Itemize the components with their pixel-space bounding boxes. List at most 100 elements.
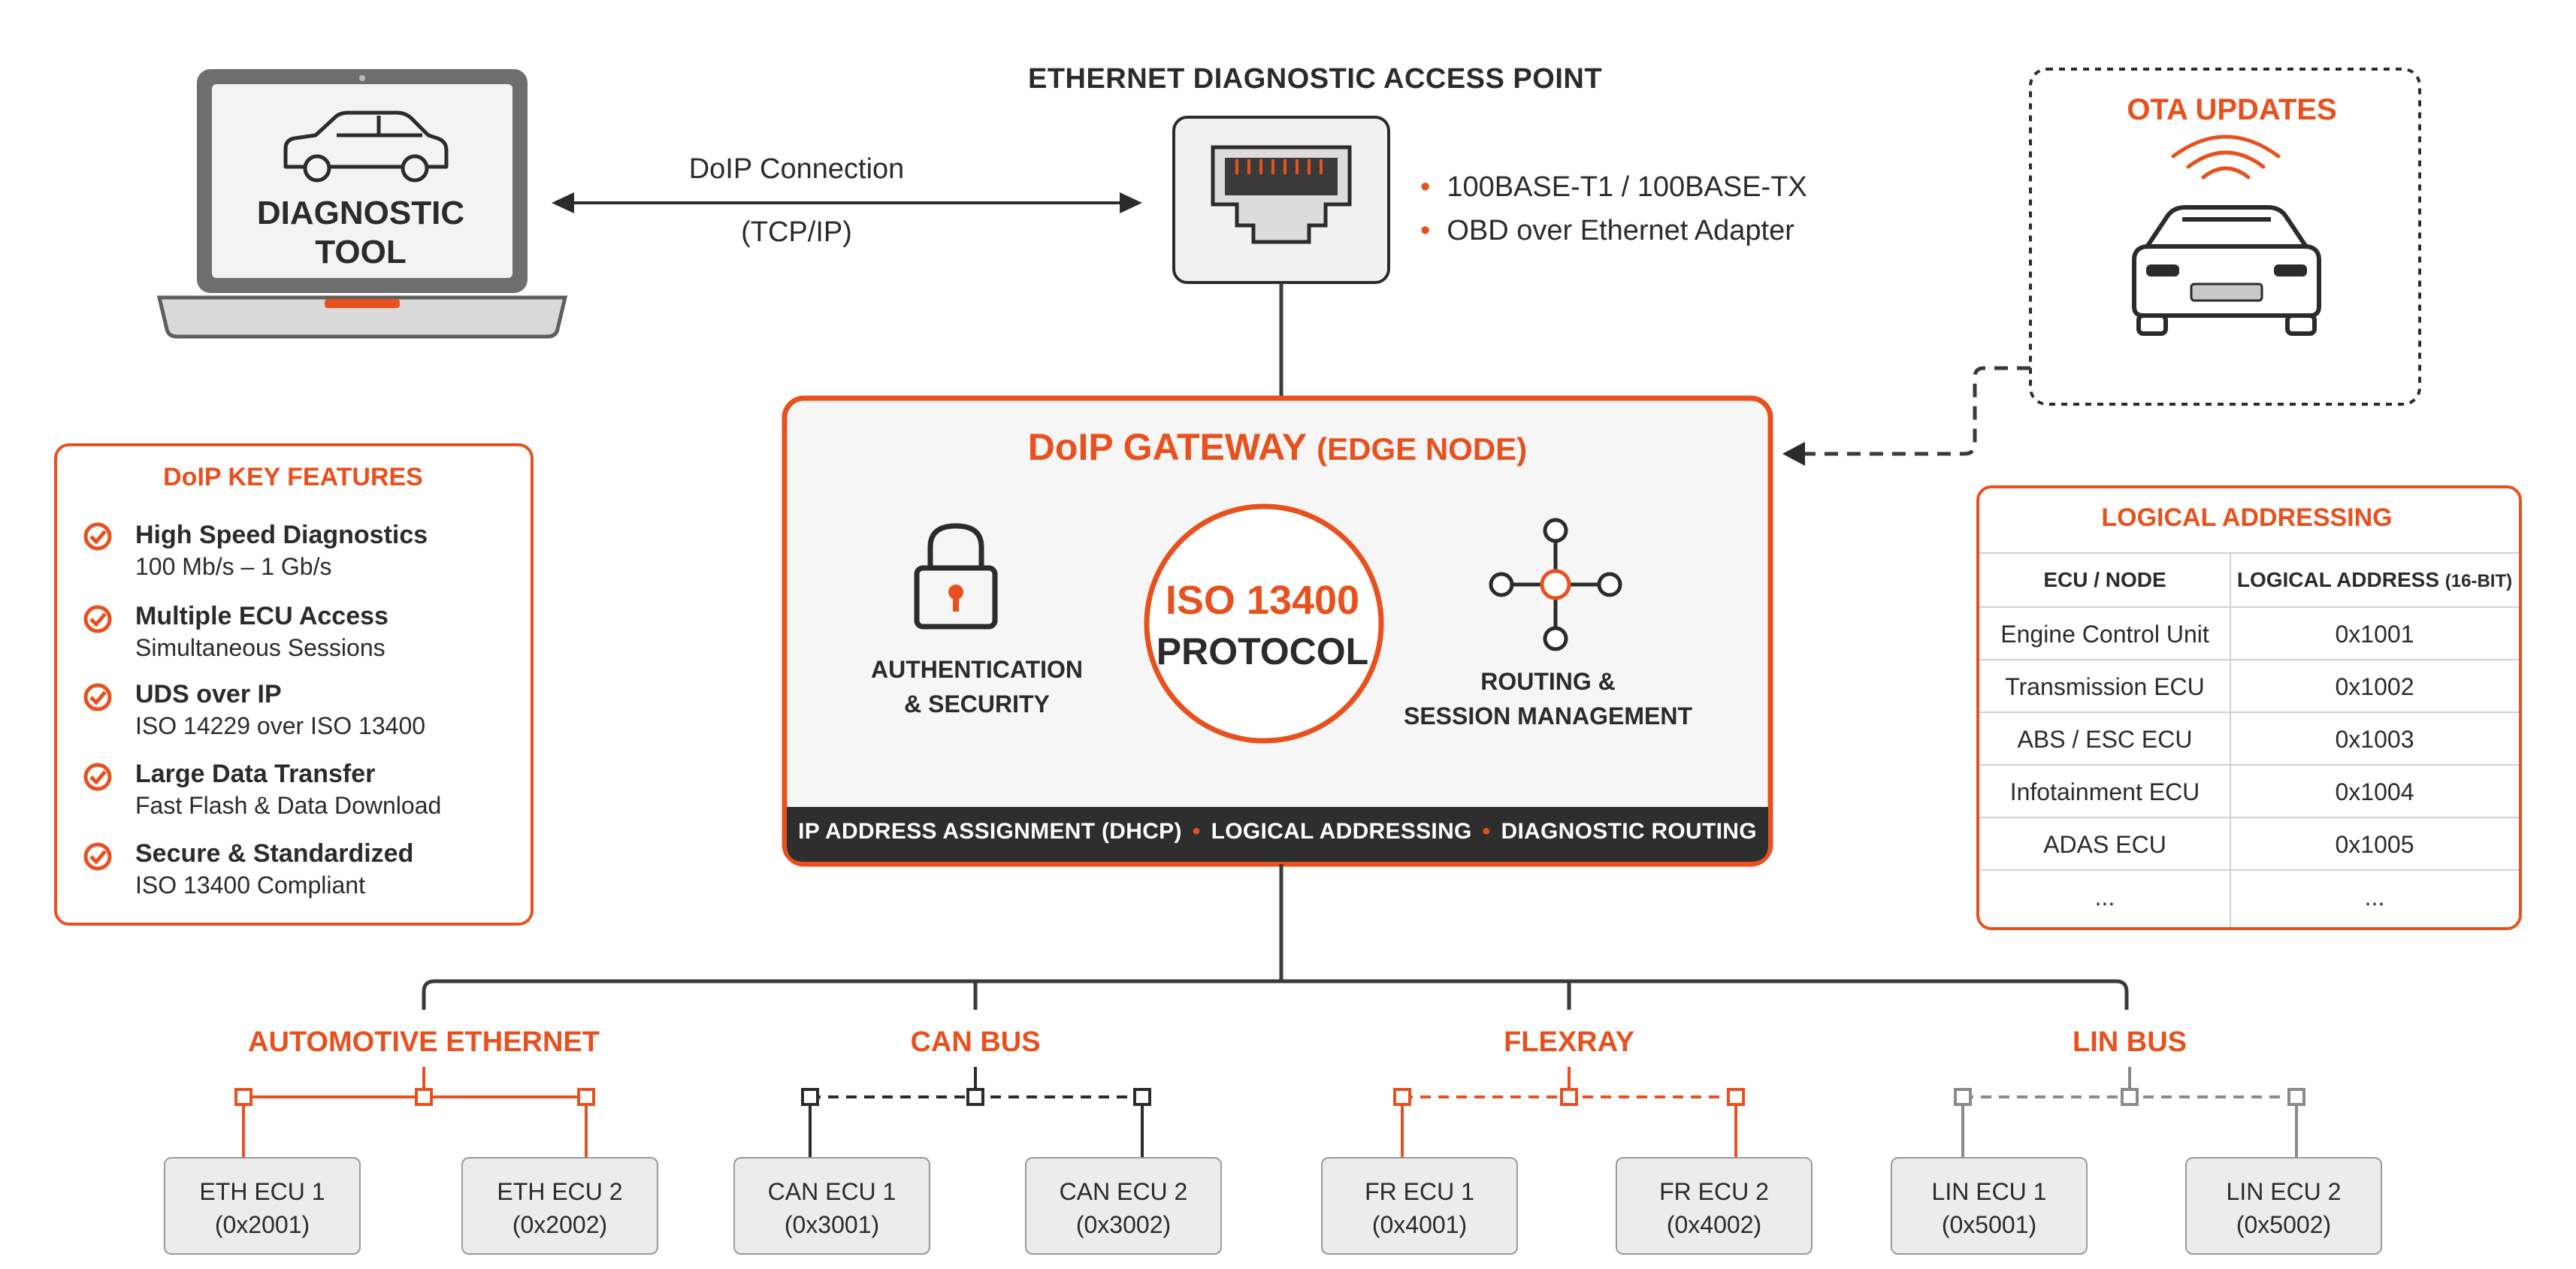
gateway-title: DoIP GATEWAY (EDGE NODE): [782, 425, 1773, 469]
routing-session-label: ROUTING & SESSION MANAGEMENT: [1383, 664, 1713, 733]
table-cell-node: ...: [2094, 884, 2115, 911]
feature-subtitle: Simultaneous Sessions: [135, 634, 385, 661]
ecu-address: (0x5002): [2236, 1211, 2332, 1238]
ecu-address: (0x3001): [784, 1211, 880, 1238]
key-features-box: [54, 443, 534, 926]
table-cell-node: Infotainment ECU: [2009, 778, 2200, 805]
ethernet-bus-line: [234, 1067, 595, 1157]
table-header-address-sub: (16-BIT): [2444, 571, 2513, 591]
feature-item: UDS over IP ISO 14229 over ISO 13400: [135, 678, 526, 741]
ecu-address: (0x2002): [512, 1211, 608, 1238]
car-outline-icon: [283, 110, 449, 169]
car-front-icon: [2132, 205, 2321, 336]
lock-icon: [914, 523, 998, 630]
can-bus-line: [801, 1067, 1151, 1157]
auth-line2: & SECURITY: [904, 690, 1050, 718]
table-cell-address: 0x1002: [2335, 673, 2414, 700]
ecu-name: CAN ECU 1: [767, 1178, 896, 1205]
doip-connection-label: DoIP Connection: [688, 153, 905, 185]
table-cell-address: 0x1003: [2335, 726, 2414, 753]
bus-label-flexray: FLEXRAY: [1504, 1026, 1634, 1058]
ecu-box: CAN ECU 2 (0x3002): [1025, 1157, 1222, 1255]
flexray-bus-line: [1393, 1067, 1745, 1157]
ota-connection-arrow: [1804, 366, 2030, 456]
gateway-title-sub: (EDGE NODE): [1317, 431, 1528, 467]
gateway-function-item: DIAGNOSTIC ROUTING: [1501, 819, 1757, 844]
bus-label-ethernet: AUTOMOTIVE ETHERNET: [248, 1026, 600, 1058]
iso-standard-label: ISO 13400: [1165, 578, 1360, 623]
ecu-name: CAN ECU 2: [1059, 1178, 1188, 1205]
diagnostic-tool-line1: DIAGNOSTIC: [256, 195, 465, 231]
iso-protocol-circle: [1144, 503, 1384, 744]
lin-bus-line: [1954, 1067, 2305, 1157]
bus-label-lin: LIN BUS: [2073, 1026, 2187, 1058]
ota-box: [2029, 68, 2421, 406]
ecu-name: FR ECU 2: [1659, 1178, 1769, 1205]
ecu-address: (0x4002): [1666, 1211, 1762, 1238]
tcpip-label: (TCP/IP): [741, 216, 852, 248]
feature-item: High Speed Diagnostics 100 Mb/s – 1 Gb/s: [135, 518, 526, 582]
table-cell-node: ADAS ECU: [2043, 831, 2166, 858]
ecu-address: (0x3002): [1075, 1211, 1172, 1238]
key-features-title: DoIP KEY FEATURES: [163, 463, 423, 491]
ecu-name: LIN ECU 1: [1931, 1178, 2047, 1205]
feature-subtitle: Fast Flash & Data Download: [135, 792, 442, 819]
table-cell-address: 0x1001: [2335, 621, 2414, 648]
diagnostic-tool-label: DIAGNOSTIC TOOL: [225, 194, 496, 272]
access-point-bullet: OBD over Ethernet Adapter: [1420, 209, 1807, 252]
gateway-function-item: LOGICAL ADDRESSING: [1211, 819, 1472, 844]
ota-title: OTA UPDATES: [2127, 93, 2337, 126]
feature-title: UDS over IP: [135, 680, 282, 709]
laptop-icon: [156, 69, 568, 339]
network-routing-icon: [1489, 518, 1622, 651]
gateway-function-bar: IP ADDRESS ASSIGNMENT (DHCP)•LOGICAL ADD…: [798, 819, 1757, 844]
auth-line1: AUTHENTICATION: [870, 656, 1084, 683]
access-point-bullets: 100BASE-T1 / 100BASE-TX OBD over Etherne…: [1420, 165, 1807, 252]
feature-title: Large Data Transfer: [135, 760, 376, 788]
gateway-title-main: DoIP GATEWAY: [1027, 426, 1307, 468]
ecu-address: (0x4001): [1371, 1211, 1468, 1238]
ecu-name: ETH ECU 2: [497, 1178, 623, 1205]
access-point-title: ETHERNET DIAGNOSTIC ACCESS POINT: [1027, 63, 1603, 95]
table-header-address: LOGICAL ADDRESS (16-BIT): [2230, 554, 2519, 606]
logical-addressing-title: LOGICAL ADDRESSING: [2101, 503, 2393, 532]
feature-subtitle: 100 Mb/s – 1 Gb/s: [135, 553, 332, 580]
table-cell-address: ...: [2364, 884, 2385, 911]
ecu-box: LIN ECU 2 (0x5002): [2185, 1157, 2382, 1255]
ecu-box: CAN ECU 1 (0x3001): [733, 1157, 930, 1255]
iso-protocol-label: PROTOCOL: [1156, 630, 1369, 672]
feature-title: High Speed Diagnostics: [135, 521, 428, 549]
auth-security-label: AUTHENTICATION & SECURITY: [827, 652, 1127, 721]
ecu-name: ETH ECU 1: [199, 1178, 325, 1205]
ecu-address: (0x2001): [214, 1211, 310, 1238]
feature-item: Secure & Standardized ISO 13400 Complian…: [135, 837, 526, 900]
table-header-address-main: LOGICAL ADDRESS: [2236, 568, 2439, 591]
ecu-name: LIN ECU 2: [2226, 1178, 2342, 1205]
feature-item: Multiple ECU Access Simultaneous Session…: [135, 600, 526, 663]
table-header-node: ECU / NODE: [2043, 568, 2166, 591]
check-circle-icon: [83, 522, 112, 871]
table-cell-address: 0x1005: [2335, 831, 2414, 858]
ecu-box: FR ECU 2 (0x4002): [1616, 1157, 1813, 1255]
diagnostic-tool-line2: TOOL: [315, 234, 407, 270]
ecu-box: ETH ECU 2 (0x2002): [461, 1157, 658, 1255]
routing-line1: ROUTING &: [1480, 668, 1616, 695]
ethernet-port-icon: [1172, 116, 1390, 284]
feature-title: Secure & Standardized: [135, 839, 414, 868]
access-point-bullet: 100BASE-T1 / 100BASE-TX: [1420, 165, 1807, 209]
table-cell-node: Engine Control Unit: [2000, 621, 2209, 648]
ecu-address: (0x5001): [1941, 1211, 2037, 1238]
bus-label-can: CAN BUS: [910, 1026, 1041, 1058]
ecu-name: FR ECU 1: [1365, 1178, 1474, 1205]
feature-item: Large Data Transfer Fast Flash & Data Do…: [135, 757, 526, 820]
ecu-box: FR ECU 1 (0x4001): [1321, 1157, 1518, 1255]
table-cell-address: 0x1004: [2335, 778, 2414, 805]
feature-subtitle: ISO 14229 over ISO 13400: [135, 712, 426, 739]
ecu-box: ETH ECU 1 (0x2001): [164, 1157, 361, 1255]
table-cell-node: Transmission ECU: [2005, 673, 2205, 700]
ecu-box: LIN ECU 1 (0x5001): [1891, 1157, 2088, 1255]
feature-title: Multiple ECU Access: [135, 602, 389, 630]
routing-line2: SESSION MANAGEMENT: [1403, 702, 1693, 730]
wifi-signal-icon: [2171, 134, 2281, 180]
